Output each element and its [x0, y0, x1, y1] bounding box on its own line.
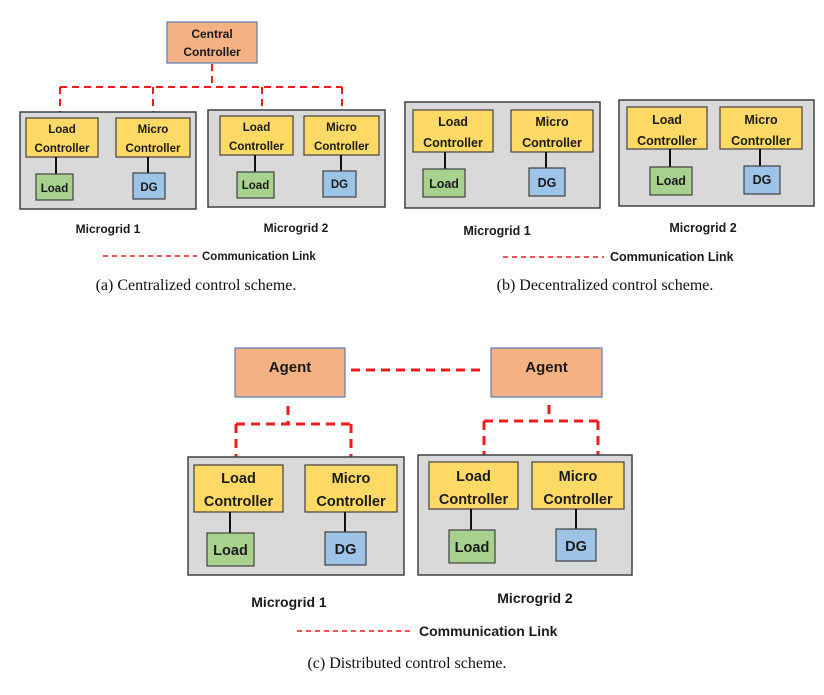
- micro-controller-label-1: Micro: [138, 124, 169, 136]
- load-controller-label-1: Load: [243, 122, 270, 134]
- micro-controller-label-1: Micro: [559, 469, 598, 485]
- micro-controller-label-2: Controller: [316, 494, 386, 510]
- load-controller-label-1: Load: [438, 115, 468, 129]
- caption-c: (c) Distributed control scheme.: [307, 655, 506, 672]
- dg-label: DG: [565, 539, 587, 555]
- load-controller-label-2: Controller: [439, 492, 509, 508]
- panel-b-decentralized: Load Controller Micro Controller Load DG…: [404, 99, 815, 294]
- central-controller-box: [166, 21, 258, 64]
- microgrid-1-b: Load Controller Micro Controller Load DG: [404, 101, 601, 209]
- micro-controller-box: [304, 464, 398, 513]
- legend-c: Communication Link: [297, 623, 558, 639]
- legend-a: Communication Link: [103, 251, 316, 263]
- microgrid-2-c: Load Controller Micro Controller Load DG: [417, 454, 633, 576]
- micro-controller-label-2: Controller: [522, 136, 582, 150]
- load-controller-label-2: Controller: [35, 143, 90, 155]
- micro-controller-label-2: Controller: [731, 134, 791, 148]
- agent-label-2: Agent: [525, 359, 568, 376]
- panel-c-distributed: Agent Agent Load Controller Micro Contro…: [187, 347, 633, 672]
- microgrid-1-a: Load Controller Micro Controller Load DG: [19, 111, 197, 210]
- load-controller-label-1: Load: [48, 124, 75, 136]
- legend-label: Communication Link: [419, 623, 558, 639]
- central-controller-label-2: Controller: [183, 45, 241, 59]
- central-controller-label-1: Central: [191, 27, 232, 41]
- dg-box: [555, 528, 597, 562]
- load-controller-box: [412, 109, 494, 153]
- micro-controller-box: [510, 109, 594, 153]
- micro-controller-box: [719, 106, 803, 150]
- load-label: Load: [429, 177, 459, 191]
- legend-label: Communication Link: [610, 250, 734, 264]
- agent-box-1: [234, 347, 346, 398]
- micro-controller-label-1: Micro: [535, 115, 569, 129]
- load-controller-label-2: Controller: [229, 141, 284, 153]
- load-box: [649, 166, 693, 196]
- load-controller-label-2: Controller: [637, 134, 697, 148]
- comm-links-c: [234, 368, 600, 463]
- dg-label: DG: [140, 182, 157, 194]
- micro-controller-box: [115, 117, 191, 158]
- microgrid-2-b: Load Controller Micro Controller Load DG: [618, 99, 815, 207]
- dg-label: DG: [538, 176, 557, 190]
- load-box: [35, 173, 74, 201]
- microgrid-2-label: Microgrid 2: [264, 221, 329, 235]
- dg-box: [132, 172, 166, 200]
- load-controller-label-1: Load: [456, 469, 491, 485]
- load-box: [206, 532, 255, 567]
- micro-controller-label-1: Micro: [332, 471, 371, 487]
- dg-box: [322, 170, 357, 198]
- microgrid-1-label: Microgrid 1: [463, 224, 530, 238]
- load-label: Load: [455, 540, 490, 556]
- micro-controller-label-1: Micro: [326, 122, 357, 134]
- dg-box: [743, 165, 781, 195]
- load-controller-box: [193, 464, 284, 513]
- dg-label: DG: [335, 542, 357, 558]
- load-box: [422, 168, 466, 198]
- micro-controller-box: [531, 461, 625, 510]
- micro-controller-label-1: Micro: [744, 113, 778, 127]
- load-controller-label-2: Controller: [204, 494, 274, 510]
- load-controller-box: [25, 117, 99, 158]
- micro-controller-box: [303, 115, 380, 156]
- microgrid-1-label: Microgrid 1: [251, 594, 327, 610]
- microgrid-2-label: Microgrid 2: [497, 590, 573, 606]
- load-box: [448, 529, 496, 564]
- dg-label: DG: [331, 179, 348, 191]
- load-label: Load: [656, 174, 686, 188]
- micro-controller-label-2: Controller: [126, 143, 181, 155]
- agent-label-1: Agent: [269, 359, 312, 376]
- dg-box: [324, 531, 367, 566]
- load-controller-label-1: Load: [652, 113, 682, 127]
- caption-a: (a) Centralized control scheme.: [96, 277, 297, 294]
- microgrid-2-label: Microgrid 2: [669, 221, 736, 235]
- load-label: Load: [242, 180, 269, 192]
- micro-controller-label-2: Controller: [543, 492, 613, 508]
- caption-b: (b) Decentralized control scheme.: [497, 277, 714, 294]
- agent-box-2: [490, 347, 603, 398]
- load-controller-box: [428, 461, 519, 510]
- panel-a-centralized: Central Controller Load Controller Micro…: [19, 21, 386, 294]
- load-label: Load: [213, 543, 248, 559]
- dg-label: DG: [753, 173, 772, 187]
- micro-controller-label-2: Controller: [314, 141, 369, 153]
- load-controller-box: [219, 115, 294, 156]
- legend-b: Communication Link: [503, 250, 734, 264]
- microgrid-2-a: Load Controller Micro Controller Load DG: [207, 109, 386, 208]
- load-controller-label-2: Controller: [423, 136, 483, 150]
- legend-label: Communication Link: [202, 251, 316, 263]
- load-label: Load: [41, 183, 68, 195]
- load-controller-label-1: Load: [221, 471, 256, 487]
- dg-box: [528, 167, 566, 197]
- microgrid-1-c: Load Controller Micro Controller Load DG: [187, 456, 405, 576]
- load-box: [236, 171, 275, 199]
- load-controller-box: [626, 106, 708, 150]
- microgrid-1-label: Microgrid 1: [76, 222, 141, 236]
